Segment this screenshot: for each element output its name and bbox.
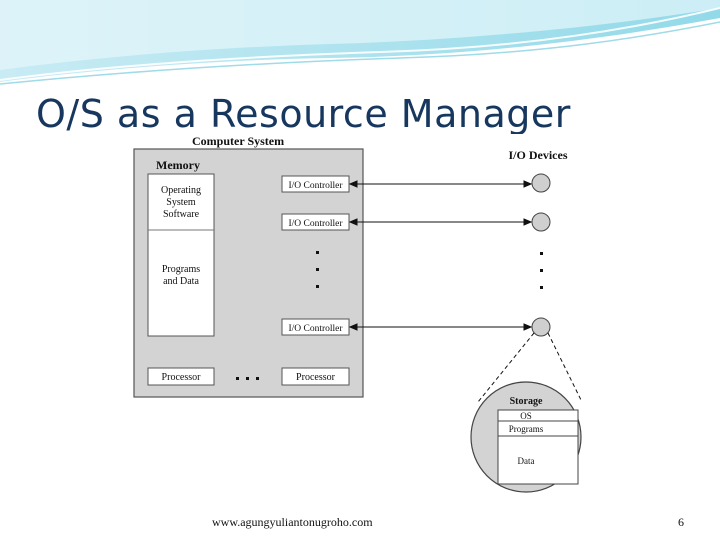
programs-data-line-1: Programs: [162, 264, 200, 275]
io-devices-label: I/O Devices: [509, 148, 568, 162]
processor-label-2: Processor: [296, 372, 336, 383]
os-software-line-1: Operating: [161, 185, 201, 196]
computer-system-label: Computer System: [192, 134, 284, 148]
io-controller-ellipsis: [316, 251, 319, 288]
os-software-line-3: Software: [163, 209, 200, 220]
storage-data-label: Data: [518, 456, 535, 466]
io-controller-label-1: I/O Controller: [288, 181, 343, 191]
memory-label: Memory: [156, 158, 200, 172]
memory-box: [147, 173, 215, 337]
processor-label-1: Processor: [162, 372, 202, 383]
storage-programs-label: Programs: [509, 424, 544, 434]
io-device-1: [531, 173, 551, 193]
header-wave-decoration: [0, 0, 720, 85]
resource-manager-diagram: Computer System Memory Operating System …: [132, 134, 588, 498]
storage-os-label: OS: [520, 411, 532, 421]
programs-data-line-2: and Data: [163, 276, 199, 287]
os-software-line-2: System: [166, 197, 196, 208]
footer-url: www.agungyuliantonugroho.com: [212, 515, 373, 529]
controller-device-connections: [348, 180, 533, 331]
io-controller-label-3: I/O Controller: [288, 324, 343, 334]
processor-box-2: [281, 367, 350, 386]
io-controller-label-2: I/O Controller: [288, 219, 343, 229]
io-device-ellipsis: [540, 252, 543, 289]
processor-ellipsis: [236, 377, 259, 380]
storage-zoom-lines: [477, 332, 583, 403]
processor-box-1: [147, 367, 215, 386]
io-device-3: [531, 317, 551, 337]
io-device-2: [531, 212, 551, 232]
page-number: 6: [678, 515, 684, 529]
storage-title: Storage: [510, 396, 543, 407]
slide-title: O/S as a Resource Manager: [36, 92, 571, 136]
storage-os-row: [497, 409, 579, 422]
storage-data-row: [497, 435, 579, 485]
